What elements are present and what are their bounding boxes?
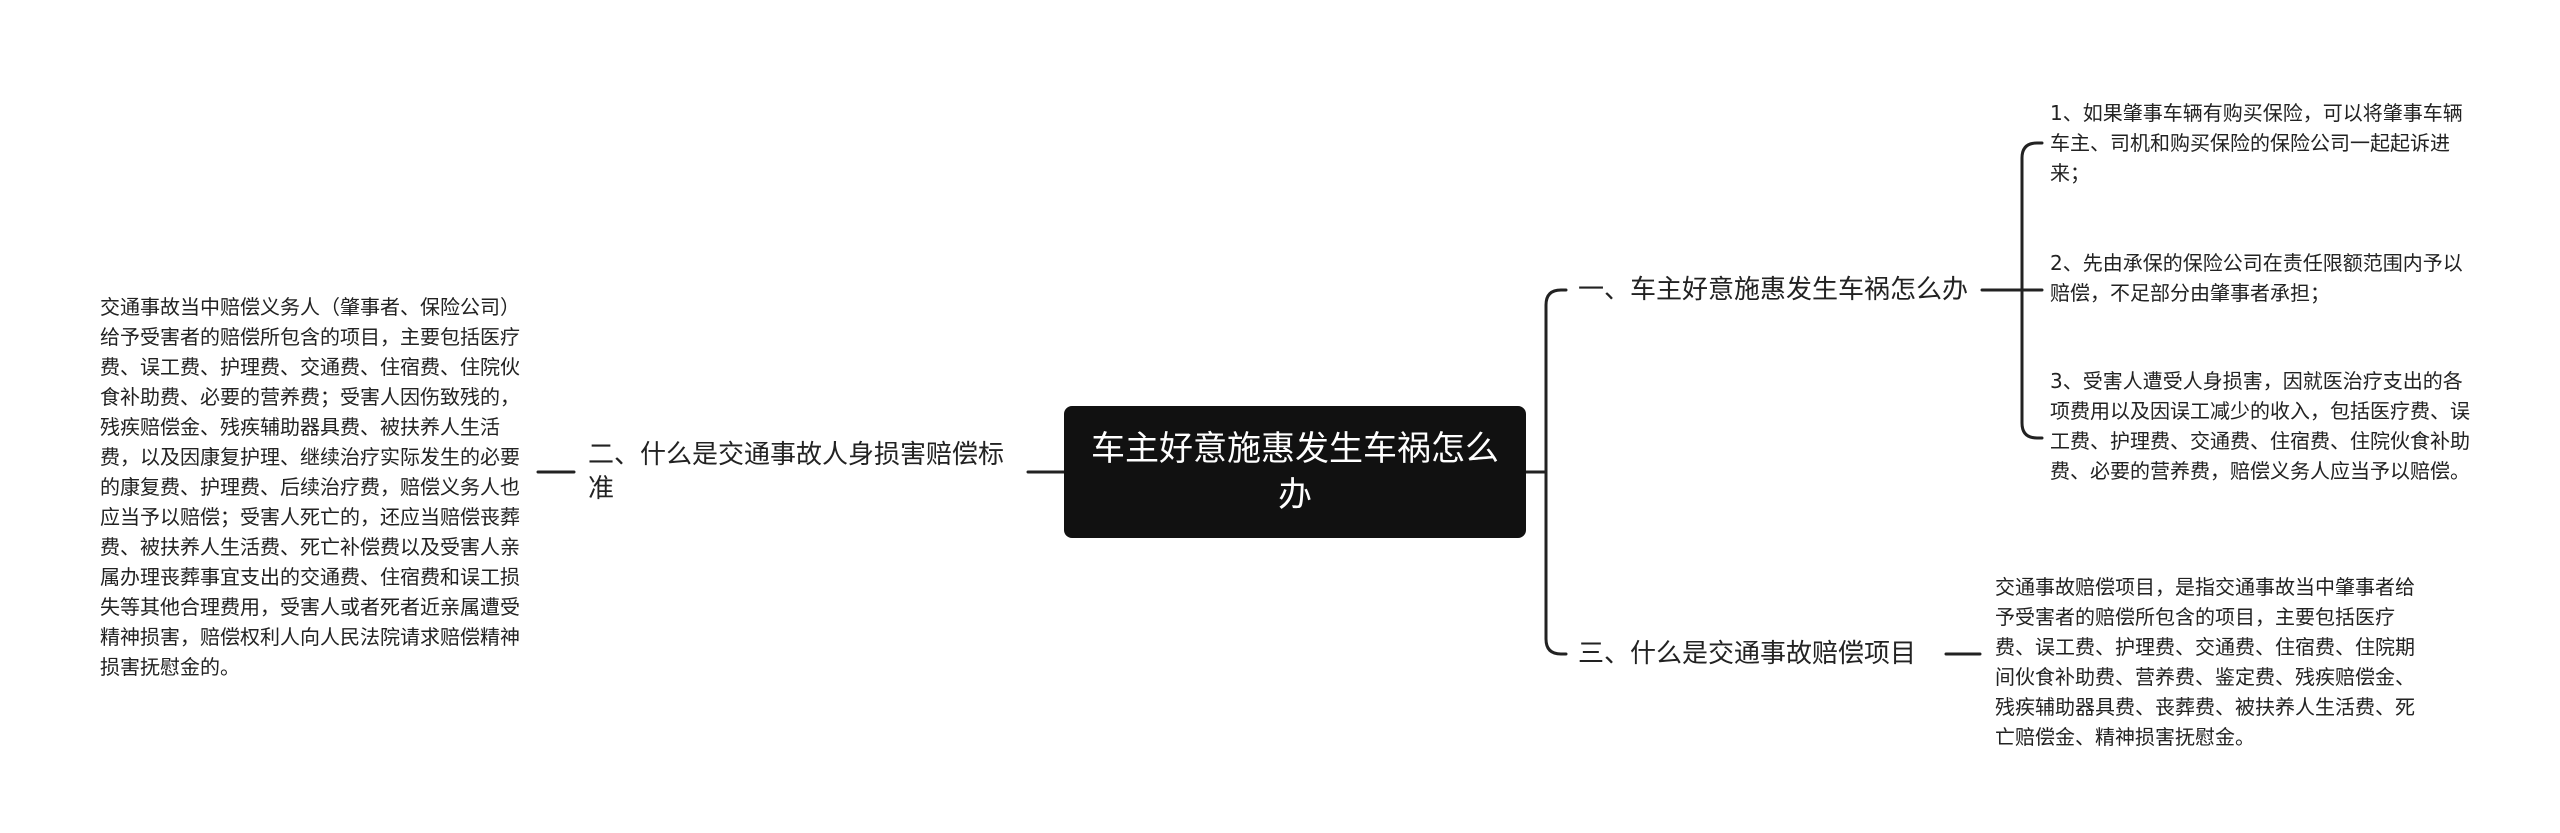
branch-node-1-label: 一、车主好意施惠发生车祸怎么办 xyxy=(1578,275,1969,305)
branch-node-3[interactable]: 三、什么是交通事故赔偿项目 xyxy=(1578,637,1948,671)
leaf-node-1-3-text: 3、受害人遭受人身损害，因就医治疗支出的各项费用以及因误工减少的收入，包括医疗费… xyxy=(2050,369,2470,483)
branch-node-2-label: 二、什么是交通事故人身损害赔偿标准 xyxy=(588,440,1005,504)
leaf-node-1-3[interactable]: 3、受害人遭受人身损害，因就医治疗支出的各项费用以及因误工减少的收入，包括医疗费… xyxy=(2050,366,2480,486)
leaf-node-2-1-text: 交通事故当中赔偿义务人（肇事者、保险公司）给予受害者的赔偿所包含的项目，主要包括… xyxy=(100,295,520,679)
leaf-node-1-2[interactable]: 2、先由承保的保险公司在责任限额范围内予以赔偿，不足部分由肇事者承担； xyxy=(2050,248,2480,308)
leaf-node-3-1-text: 交通事故赔偿项目，是指交通事故当中肇事者给予受害者的赔偿所包含的项目，主要包括医… xyxy=(1995,575,2415,749)
connector-root-to-b3 xyxy=(1544,470,1568,656)
connector-b1-to-leaf1 xyxy=(2020,141,2044,292)
connector-root-to-b1 xyxy=(1544,288,1568,474)
branch-node-3-label: 三、什么是交通事故赔偿项目 xyxy=(1578,639,1917,669)
connector-b1-to-leaf3 xyxy=(2020,288,2044,440)
leaf-node-1-1[interactable]: 1、如果肇事车辆有购买保险，可以将肇事车辆车主、司机和购买保险的保险公司一起起诉… xyxy=(2050,98,2480,188)
root-node[interactable]: 车主好意施惠发生车祸怎么办 xyxy=(1064,406,1526,538)
root-node-label: 车主好意施惠发生车祸怎么办 xyxy=(1091,429,1499,515)
leaf-node-3-1[interactable]: 交通事故赔偿项目，是指交通事故当中肇事者给予受害者的赔偿所包含的项目，主要包括医… xyxy=(1995,572,2425,752)
leaf-node-1-1-text: 1、如果肇事车辆有购买保险，可以将肇事车辆车主、司机和购买保险的保险公司一起起诉… xyxy=(2050,101,2463,185)
leaf-node-2-1[interactable]: 交通事故当中赔偿义务人（肇事者、保险公司）给予受害者的赔偿所包含的项目，主要包括… xyxy=(100,292,530,682)
branch-node-1[interactable]: 一、车主好意施惠发生车祸怎么办 xyxy=(1578,273,1988,307)
branch-node-2[interactable]: 二、什么是交通事故人身损害赔偿标准 xyxy=(588,438,1018,506)
leaf-node-1-2-text: 2、先由承保的保险公司在责任限额范围内予以赔偿，不足部分由肇事者承担； xyxy=(2050,251,2463,305)
